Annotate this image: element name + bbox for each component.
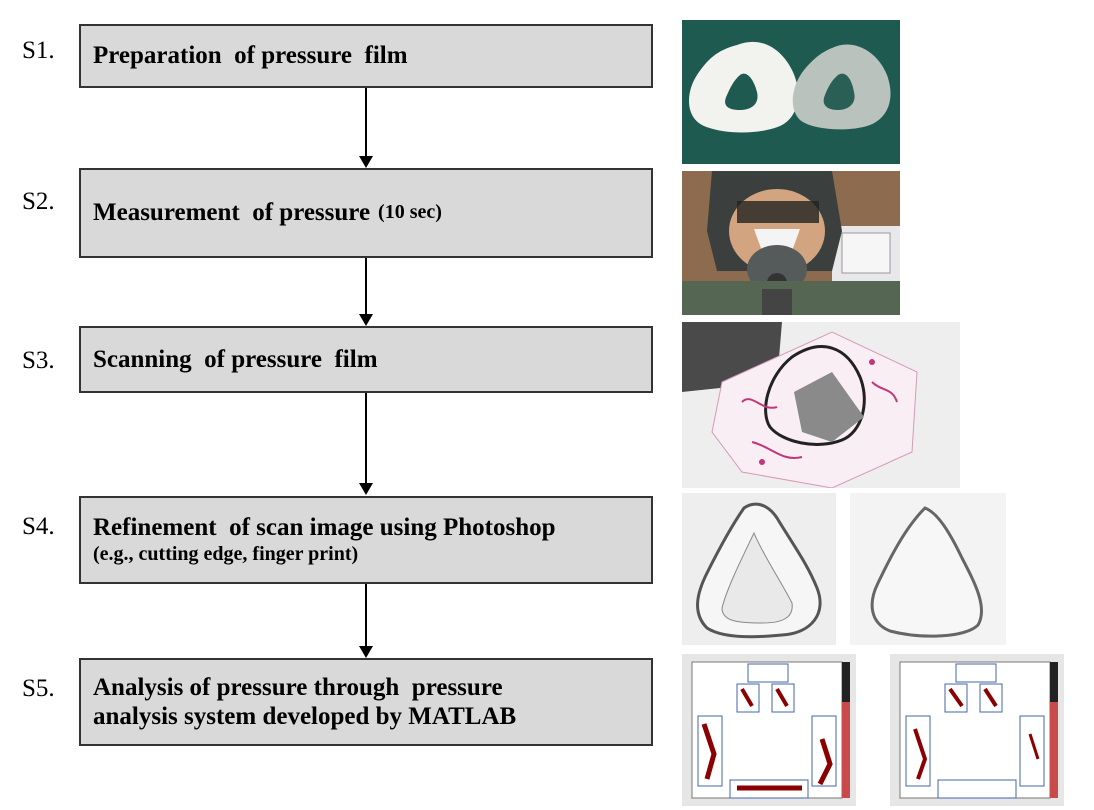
- step-box-s1: Preparation of pressure film: [79, 24, 653, 88]
- arrow-s4-s5: [359, 584, 373, 658]
- step-box-s3: Scanning of pressure film: [79, 326, 653, 393]
- refined-scan-right: [850, 493, 1006, 645]
- step-box-s5: Analysis of pressure through pressure an…: [79, 658, 653, 746]
- step-label-s3: S3.: [22, 347, 55, 374]
- matlab-analysis-right: [890, 654, 1064, 806]
- step-label-s1: S1.: [22, 37, 55, 64]
- step-text-s5-line1: Analysis of pressure through pressure: [93, 673, 503, 701]
- step-text-s2: Measurement of pressure: [93, 199, 371, 227]
- scanned-film-photo: [682, 322, 960, 488]
- matlab-analysis-left: [682, 654, 856, 806]
- step-note-s2: (10 sec): [378, 201, 442, 224]
- arrow-s1-s2: [359, 88, 373, 168]
- pilot-measurement-photo: [682, 171, 900, 315]
- step-label-s5: S5.: [22, 675, 55, 702]
- step-box-s4: Refinement of scan image using Photoshop…: [79, 496, 653, 584]
- step-label-s2: S2.: [22, 188, 55, 215]
- step-sub-s4: (e.g., cutting edge, finger print): [93, 542, 359, 565]
- refined-scan-left: [682, 493, 836, 645]
- pressure-film-photo: [682, 20, 900, 164]
- arrow-s3-s4: [359, 393, 373, 495]
- step-box-s2: Measurement of pressure (10 sec): [79, 168, 653, 258]
- step-label-s4: S4.: [22, 513, 55, 540]
- arrow-s2-s3: [359, 258, 373, 326]
- step-text-s3: Scanning of pressure film: [93, 345, 378, 373]
- step-text-s1: Preparation of pressure film: [93, 42, 408, 70]
- step-text-s5-line2: analysis system developed by MATLAB: [93, 703, 517, 730]
- step-text-s4: Refinement of scan image using Photoshop: [93, 514, 556, 542]
